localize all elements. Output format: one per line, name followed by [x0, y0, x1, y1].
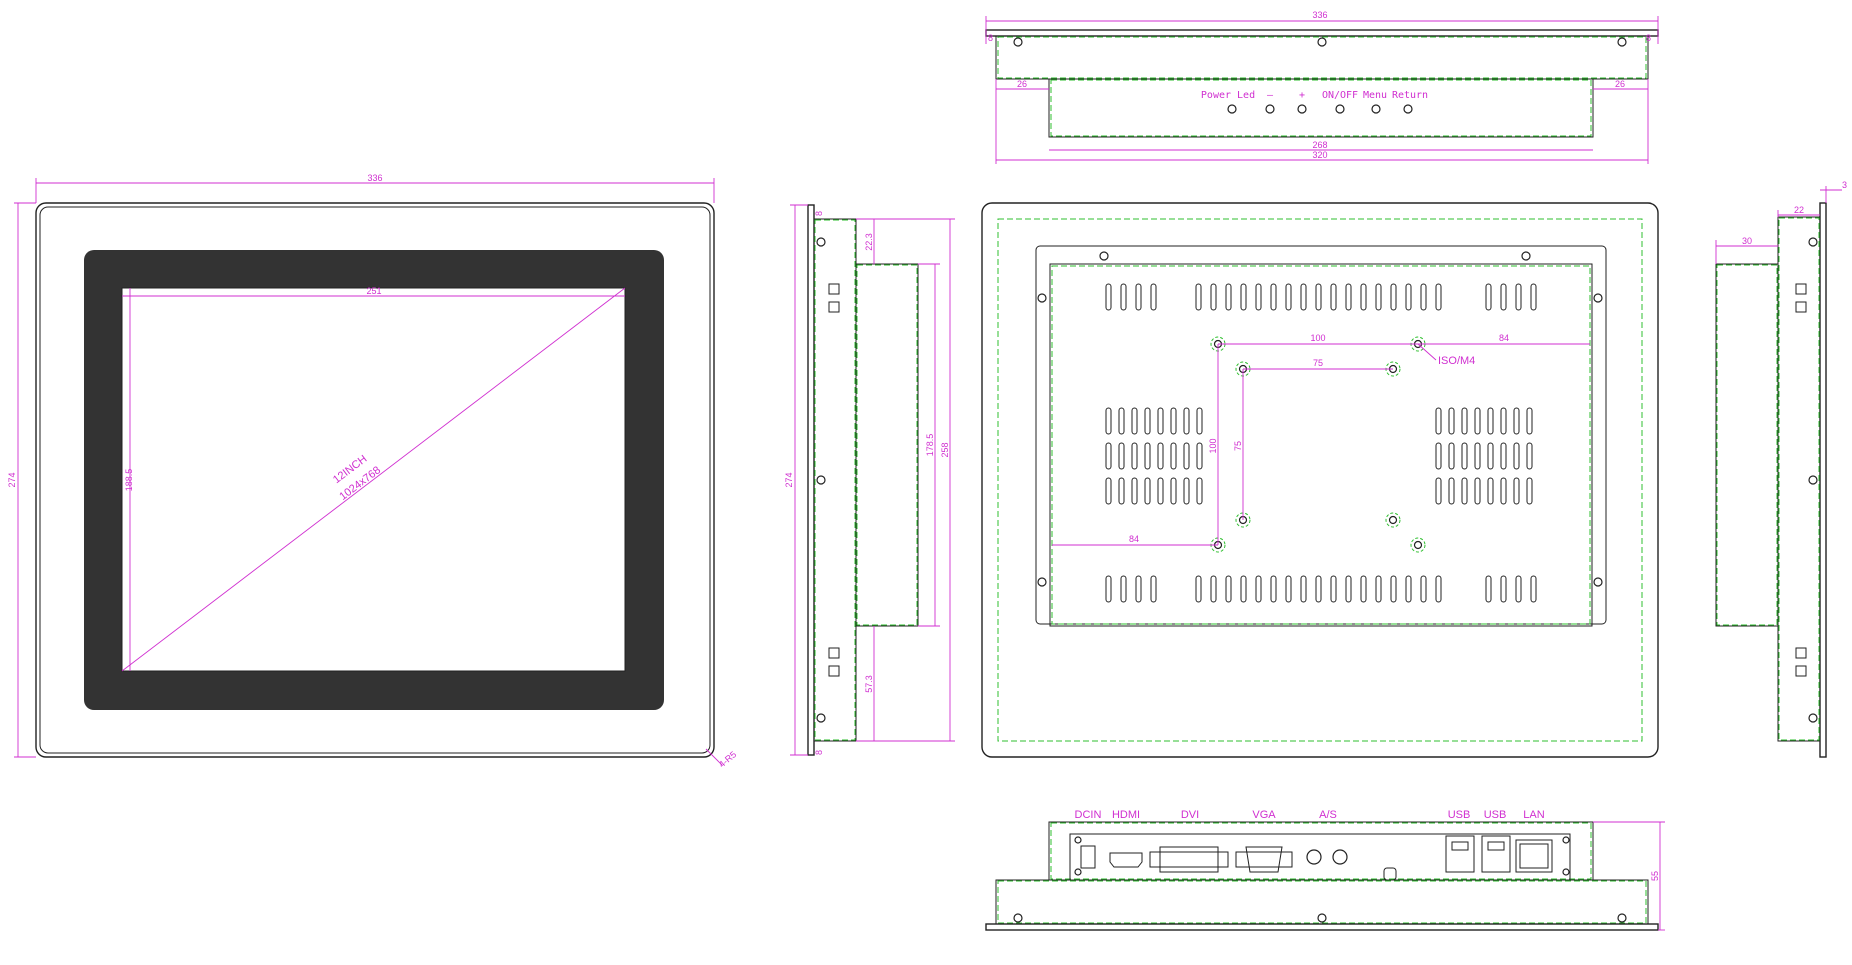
- plus-button-icon: [1297, 104, 1307, 114]
- usb-port-1-icon: [1445, 835, 1475, 873]
- vesa-small-dim: 75: [1313, 358, 1323, 368]
- front-view: 12INCH 1024x768 336 274 251 188.5 4-R5: [7, 173, 738, 770]
- osd-buttons: Power Led — + ON/OFF Menu Return: [1201, 90, 1428, 114]
- audio-jack-icon: [1306, 849, 1322, 865]
- front-bezel: [35, 202, 715, 758]
- vesa-small-vertical-dim: 75: [1233, 441, 1243, 451]
- left-outer-dim: 258: [940, 442, 950, 457]
- back-housing: [981, 202, 1659, 758]
- top-inner-dim: 320: [1312, 150, 1327, 160]
- audio-jack-2-icon: [1332, 849, 1348, 865]
- dcin-port-icon: [1080, 845, 1096, 869]
- top-left-offset-dim: 26: [1017, 79, 1027, 89]
- onoff-button-icon: [1335, 104, 1345, 114]
- left-edge-bottom-dim: 8: [814, 750, 824, 755]
- btn-label-minus: —: [1267, 90, 1274, 101]
- top-panel-dim: 268: [1312, 140, 1327, 150]
- right-depth-dim: 22: [1794, 205, 1804, 215]
- screen-height-dim: 188.5: [124, 469, 134, 492]
- right-side-view: 30 22 3: [1715, 180, 1847, 758]
- btn-label-power-led: Power Led: [1201, 90, 1255, 101]
- left-side-view: 274 8 8 22.3 57.3 178.5 258: [784, 204, 955, 756]
- left-height-dim: 274: [784, 472, 794, 487]
- hdmi-port-icon: [1109, 852, 1143, 868]
- vesa-left-offset-dim: 84: [1129, 534, 1139, 544]
- switch-icon: [1383, 867, 1397, 881]
- right-flange: [1819, 202, 1827, 758]
- port-label-vga: VGA: [1252, 809, 1276, 821]
- port-label-hdmi: HDMI: [1112, 809, 1140, 821]
- top-edge-right-dim: 8: [1646, 33, 1651, 43]
- top-right-offset-dim: 26: [1615, 79, 1625, 89]
- lan-port-icon: [1515, 839, 1553, 873]
- front-height-dim: 274: [7, 472, 17, 487]
- port-label-as: A/S: [1319, 809, 1337, 821]
- bottom-view: DCIN HDMI DVI VGA A/S USB USB LAN 55: [985, 809, 1665, 931]
- port-label-usb-2: USB: [1484, 809, 1507, 821]
- top-width-dim: 336: [1312, 10, 1327, 20]
- btn-label-return: Return: [1392, 90, 1428, 101]
- top-view: Power Led — + ON/OFF Menu Return 336 8 8…: [985, 10, 1659, 164]
- usb-port-2-icon: [1481, 835, 1511, 873]
- port-label-dcin: DCIN: [1075, 809, 1102, 821]
- btn-label-menu: Menu: [1363, 90, 1387, 101]
- btn-label-onoff: ON/OFF: [1322, 90, 1358, 101]
- return-button-icon: [1403, 104, 1413, 114]
- right-box-dim: 30: [1742, 236, 1752, 246]
- minus-button-icon: [1265, 104, 1275, 114]
- dvi-port-icon: [1149, 846, 1229, 873]
- vent-slots: [1105, 283, 1537, 603]
- menu-button-icon: [1371, 104, 1381, 114]
- vesa-right-offset-dim: 84: [1499, 333, 1509, 343]
- right-edge-dim: 3: [1842, 180, 1847, 190]
- vga-port-icon: [1235, 846, 1293, 873]
- bottom-flange: [985, 923, 1659, 931]
- power-led-icon: [1227, 104, 1237, 114]
- port-label-dvi: DVI: [1181, 809, 1199, 821]
- left-box-dim: 178.5: [925, 434, 935, 457]
- top-flange: [985, 29, 1659, 37]
- vesa-large-dim: 100: [1310, 333, 1325, 343]
- left-edge-top-dim: 8: [814, 211, 824, 216]
- screen-diagonal: [121, 287, 626, 672]
- port-label-usb-1: USB: [1448, 809, 1471, 821]
- bottom-height-dim: 55: [1650, 871, 1660, 881]
- btn-label-plus: +: [1299, 90, 1305, 101]
- left-top-offset-dim: 22.3: [864, 233, 874, 251]
- corner-radius-dim: 4-R5: [717, 749, 738, 769]
- screw-spec-label: ISO/M4: [1438, 355, 1475, 367]
- vesa-large-vertical-dim: 100: [1208, 438, 1218, 453]
- port-label-lan: LAN: [1523, 809, 1544, 821]
- front-width-dim: 336: [367, 173, 382, 183]
- back-view: 100 84 ISO/M4 75 100 75 84: [981, 202, 1659, 758]
- left-bottom-offset-dim: 57.3: [864, 675, 874, 693]
- screen-width-dim: 251: [366, 286, 381, 296]
- left-flange: [807, 204, 815, 756]
- top-edge-left-dim: 8: [988, 33, 993, 43]
